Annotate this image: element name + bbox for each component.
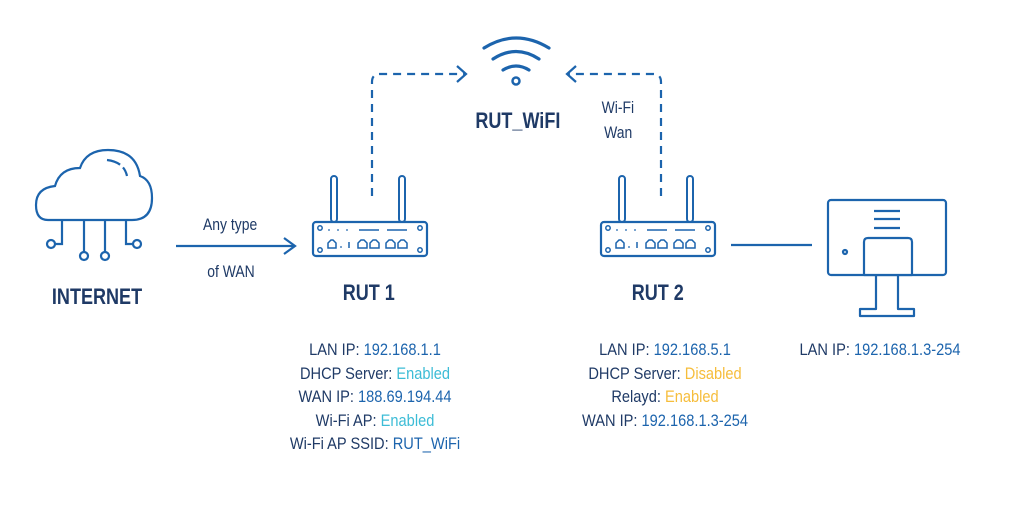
info-value: RUT_WiFi (392, 434, 461, 453)
internet-label: INTERNET (51, 284, 143, 309)
wifi-wan-label-line1: Wi-Fi (601, 98, 635, 117)
info-value: 192.168.1.1 (363, 340, 441, 359)
info-row: DHCP Server: Enabled (259, 362, 491, 386)
info-value: 192.168.5.1 (653, 340, 731, 359)
info-value: 192.168.1.3-254 (641, 410, 749, 430)
rut2-label: RUT 2 (631, 280, 684, 305)
info-key: DHCP Server: (299, 363, 393, 383)
info-value: 192.168.1.3-254 (853, 340, 961, 359)
wifi-icon (482, 36, 551, 86)
wifi-wan-label-line2: Wan (604, 123, 633, 142)
info-value: Enabled (396, 363, 451, 383)
info-key: Relayd: (611, 387, 661, 406)
info-value: Enabled (664, 387, 719, 406)
info-key: WAN IP: (298, 387, 354, 406)
cloud-network-icon (34, 148, 154, 262)
info-value: Disabled (684, 363, 742, 383)
info-row: DHCP Server: Disabled (549, 362, 781, 386)
wifi-label: RUT_WiFI (475, 108, 561, 133)
wifi-link-rut1 (370, 72, 465, 196)
wifi-link-rut2 (568, 72, 663, 196)
info-row: Wi-Fi AP: Enabled (259, 409, 491, 433)
wan-label-line2: of WAN (207, 262, 255, 281)
arrow-head-rut1-wifi (456, 65, 468, 83)
router-rut1-icon (311, 174, 429, 258)
info-key: DHCP Server: (588, 363, 681, 383)
info-key: LAN IP: (309, 340, 360, 359)
info-row: LAN IP: 192.168.1.1 (259, 338, 491, 362)
info-key: WAN IP: (581, 410, 638, 430)
wan-label-line1: Any type (202, 215, 258, 234)
pc-info: LAN IP: 192.168.1.3-254 (790, 338, 971, 362)
router-rut2-icon (599, 174, 717, 258)
arrow-head-rut2-wifi (565, 65, 577, 83)
wan-arrow (176, 237, 297, 255)
info-row: LAN IP: 192.168.1.3-254 (790, 338, 971, 362)
info-row: Wi-Fi AP SSID: RUT_WiFi (259, 432, 491, 456)
monitor-icon (826, 198, 948, 318)
info-row: Relayd: Enabled (549, 385, 781, 409)
info-row: WAN IP: 192.168.1.3-254 (549, 409, 781, 433)
info-key: LAN IP: (799, 340, 850, 359)
info-value: Enabled (380, 410, 435, 430)
info-key: Wi-Fi AP: (315, 410, 377, 430)
info-key: LAN IP: (599, 340, 650, 359)
rut1-label: RUT 1 (342, 280, 395, 305)
info-value: 188.69.194.44 (358, 387, 452, 406)
info-row: WAN IP: 188.69.194.44 (259, 385, 491, 409)
info-key: Wi-Fi AP SSID: (289, 434, 389, 453)
info-row: LAN IP: 192.168.5.1 (549, 338, 781, 362)
